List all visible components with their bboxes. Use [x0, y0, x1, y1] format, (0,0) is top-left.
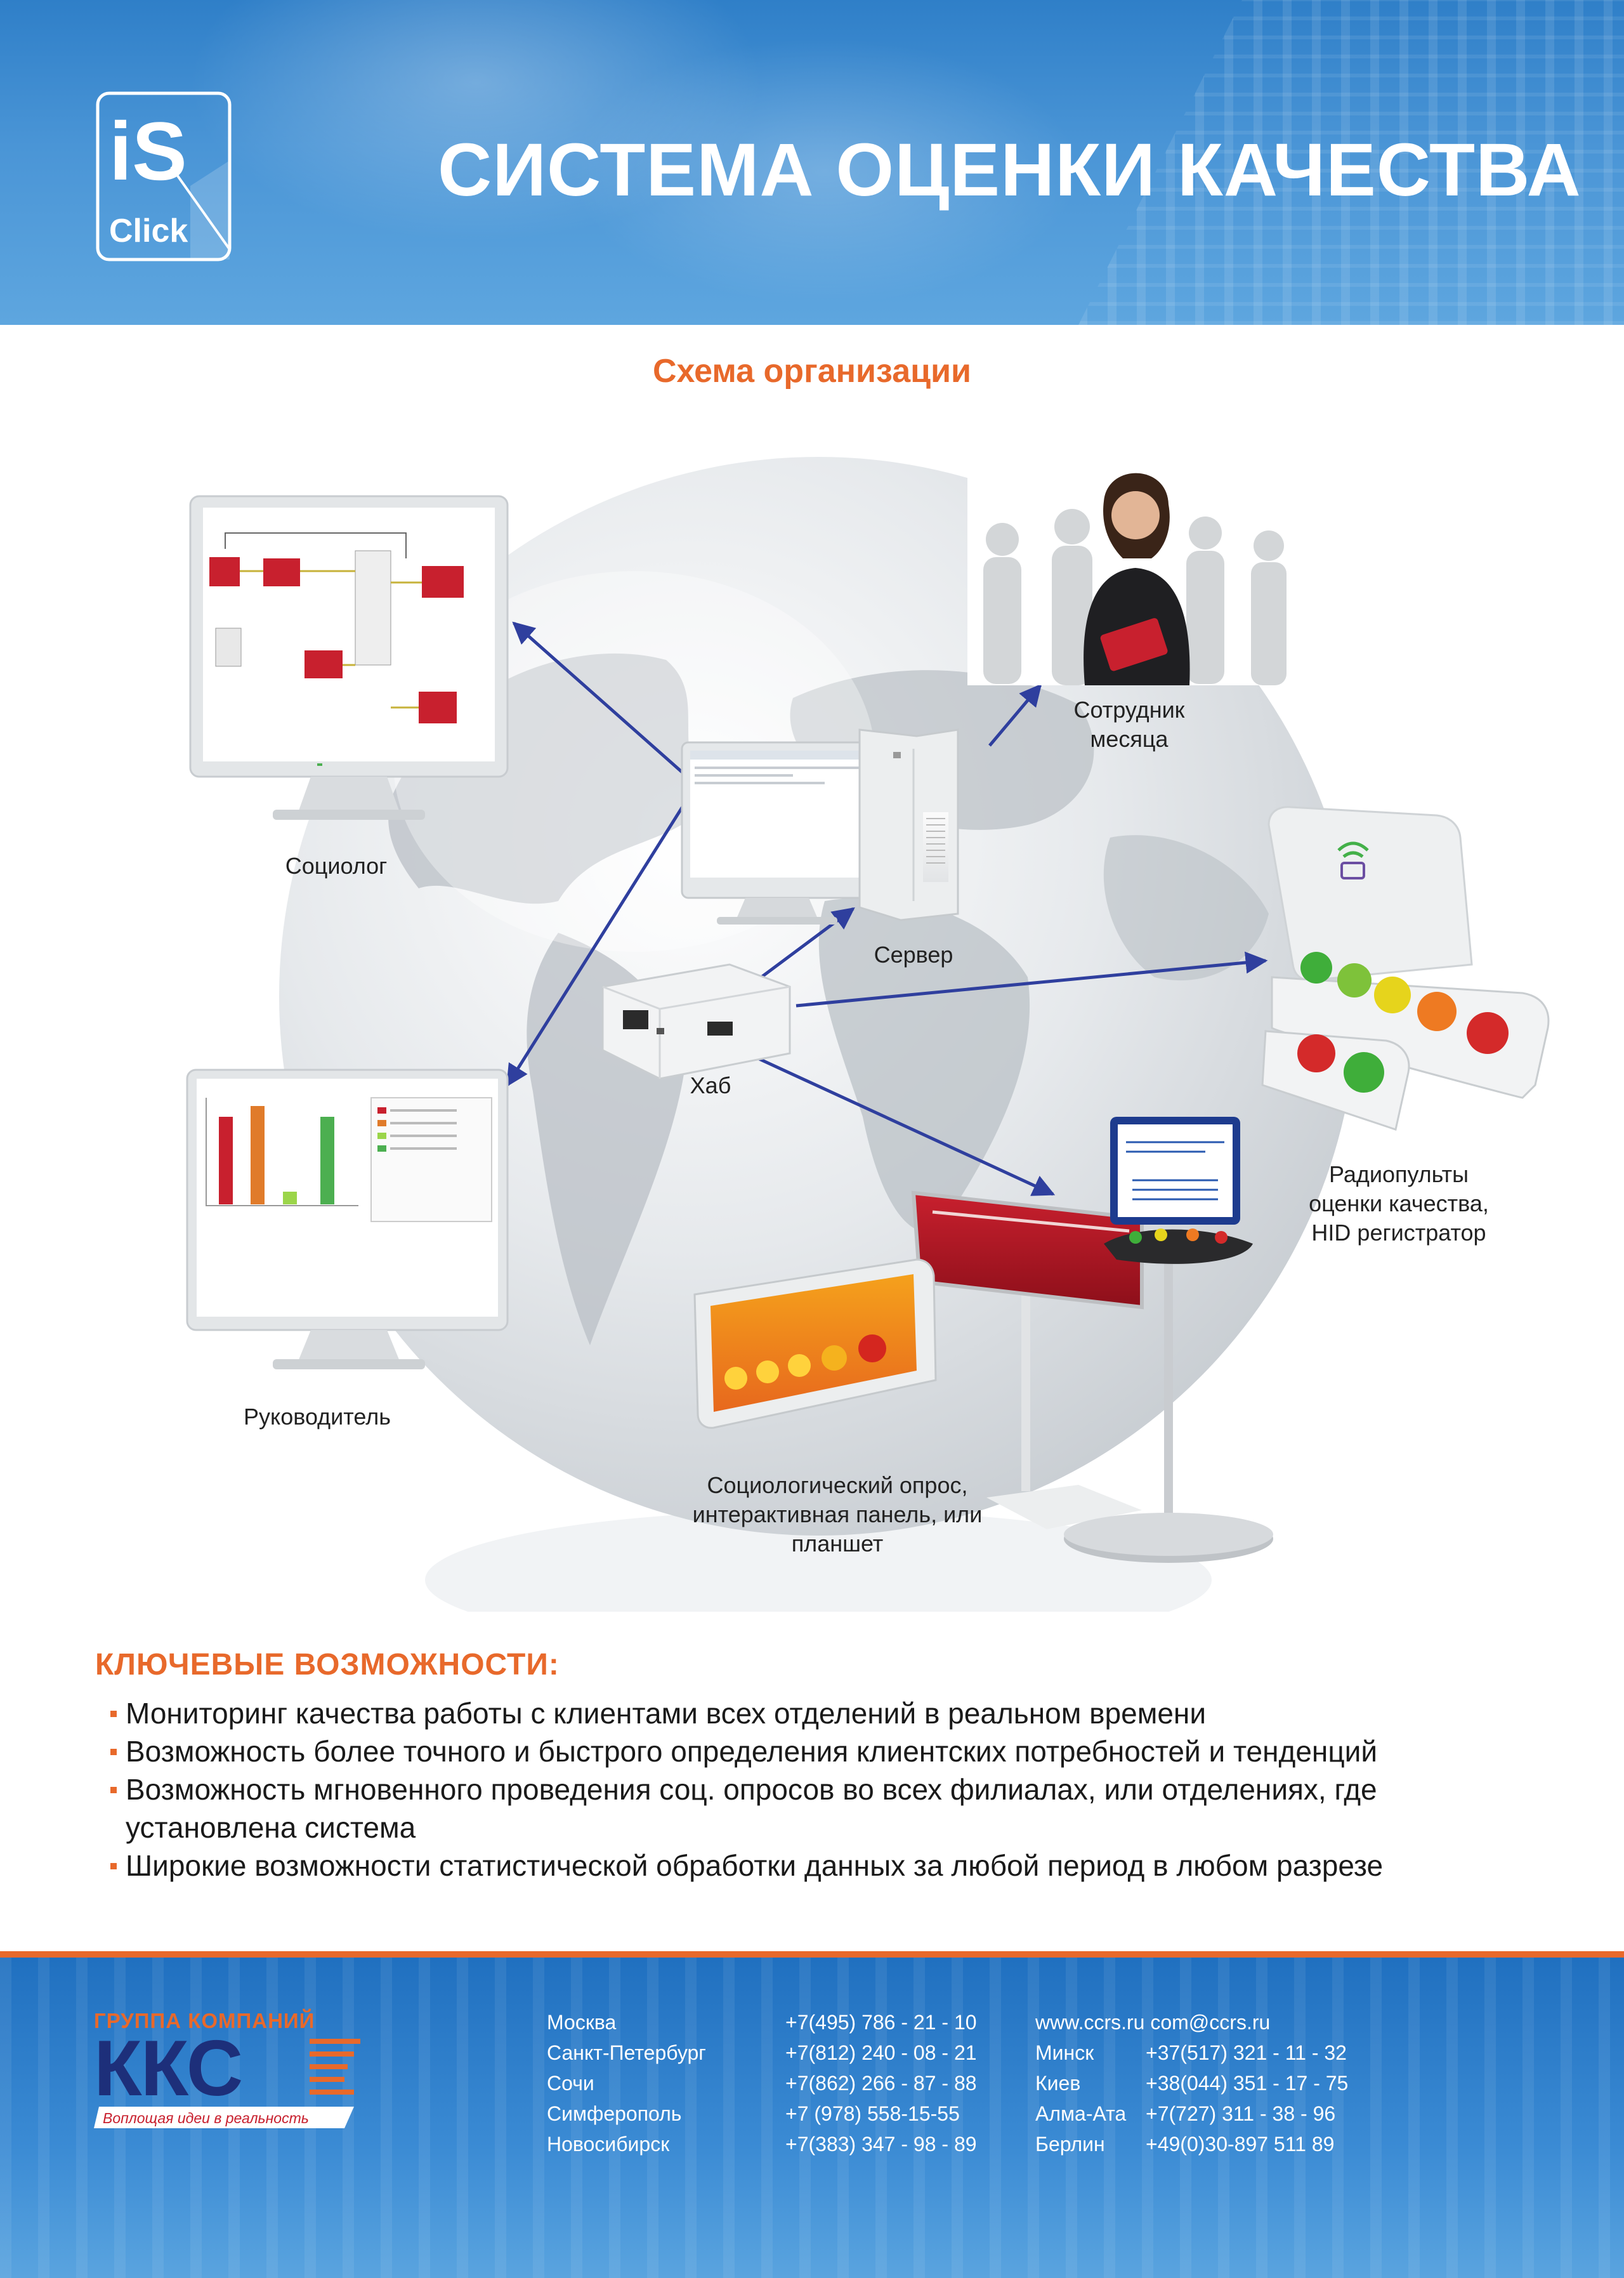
chart-bar	[283, 1192, 297, 1204]
smiley-yellow-icon	[1374, 977, 1411, 1013]
arrow-to-remotes	[796, 951, 1268, 1008]
contacts-phones: +7(495) 786 - 21 - 10 +7(812) 240 - 08 -…	[785, 2011, 977, 2156]
label-sociologist: Социолог	[285, 853, 388, 879]
smiley-orange-icon	[1417, 992, 1457, 1031]
chart-bar	[251, 1106, 265, 1204]
manager-monitor	[186, 1069, 509, 1369]
list-item: Широкие возможности статистической обраб…	[95, 1847, 1554, 1885]
svg-text:iS: iS	[109, 105, 187, 197]
svg-text:ККС: ККС	[94, 2025, 242, 2112]
arrow-to-survey	[757, 1057, 1056, 1196]
arrow-hub-to-server	[760, 907, 855, 979]
kks-logo: ГРУППА КОМПАНИЙ ККС Воплощая идеи в реал…	[94, 2008, 360, 2128]
arrow-to-manager	[506, 803, 686, 1087]
label-employee: Сотрудник месяца	[1073, 697, 1185, 752]
isclick-logo: iS Click	[96, 91, 232, 261]
list-item: Возможность мгновенного проведения соц. …	[95, 1770, 1554, 1808]
smiley-red-icon	[1467, 1012, 1509, 1054]
server-computer	[681, 728, 959, 925]
smiley-green-icon	[1300, 952, 1332, 984]
features-title: КЛЮЧЕВЫЕ ВОЗМОЖНОСТИ:	[95, 1648, 560, 1682]
employees-photo	[967, 463, 1304, 685]
page-title: СИСТЕМА ОЦЕНКИ КАЧЕСТВА	[438, 128, 1581, 212]
footer-accent-stripe	[0, 1951, 1624, 1958]
header-banner: iS Click СИСТЕМА ОЦЕНКИ КАЧЕСТВА	[0, 0, 1624, 325]
label-hub: Хаб	[690, 1072, 731, 1098]
svg-text:ГРУППА КОМПАНИЙ: ГРУППА КОМПАНИЙ	[94, 2008, 315, 2032]
label-server: Сервер	[874, 942, 953, 968]
label-manager: Руководитель	[244, 1404, 391, 1430]
list-item: Мониторинг качества работы с клиентами в…	[95, 1694, 1554, 1732]
system-diagram	[186, 457, 1550, 1612]
sociologist-monitor	[189, 495, 509, 820]
smiley-green-icon	[1344, 1052, 1384, 1093]
arrow-to-employee	[988, 683, 1042, 747]
kiosk-stand	[1064, 1117, 1273, 1563]
chart-bar	[219, 1117, 233, 1204]
contacts-cities: Москва Санкт-Петербург Сочи Симферополь …	[547, 2011, 706, 2156]
arrow-to-sociologist	[512, 621, 693, 782]
contacts-web: www.ccrs.ru com@ccrs.ru Минск Киев Алма-…	[1035, 2007, 1270, 2159]
connection-arrows	[506, 621, 1268, 1196]
tablet	[693, 1258, 937, 1429]
list-item: Возможность более точного и быстрого опр…	[95, 1732, 1554, 1770]
scheme-title: Схема организации	[652, 353, 972, 390]
svg-text:Click: Click	[109, 213, 188, 249]
label-survey: Социологический опрос, интерактивная пан…	[692, 1472, 983, 1557]
interactive-panel	[911, 1190, 1144, 1529]
hub-router	[601, 963, 791, 1080]
chart-bar	[320, 1117, 334, 1204]
smiley-red-icon	[1297, 1034, 1335, 1072]
radio-remotes	[1261, 806, 1550, 1131]
label-remotes: Радиопульты оценки качества, HID регистр…	[1309, 1161, 1489, 1246]
contacts-phones-2: +37(517) 321 - 11 - 32 +38(044) 351 - 17…	[1146, 2041, 1349, 2156]
cloud-glow	[571, 38, 1078, 305]
website-link[interactable]: www.ccrs.ru com@ccrs.ru	[1035, 2011, 1271, 2034]
list-item-continuation: установлена система	[126, 1811, 416, 1844]
svg-text:Воплощая идеи в реальность: Воплощая идеи в реальность	[103, 2110, 309, 2126]
features-list: Мониторинг качества работы с клиентами в…	[95, 1694, 1554, 1885]
smiley-lightgreen-icon	[1337, 963, 1372, 997]
